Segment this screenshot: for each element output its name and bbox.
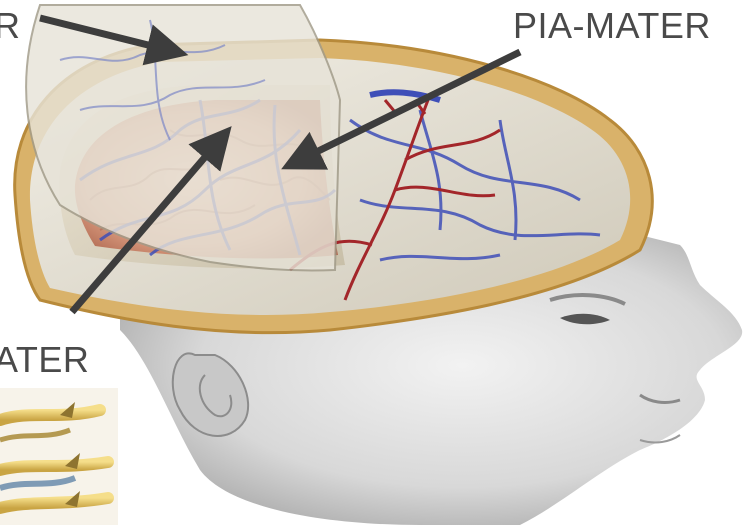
label-pia-mater: PIA-MATER: [513, 8, 711, 44]
label-dura-mater: R: [0, 8, 21, 44]
label-arachnoid-mater: ATER: [0, 342, 89, 378]
nerve-inset: [0, 388, 118, 525]
